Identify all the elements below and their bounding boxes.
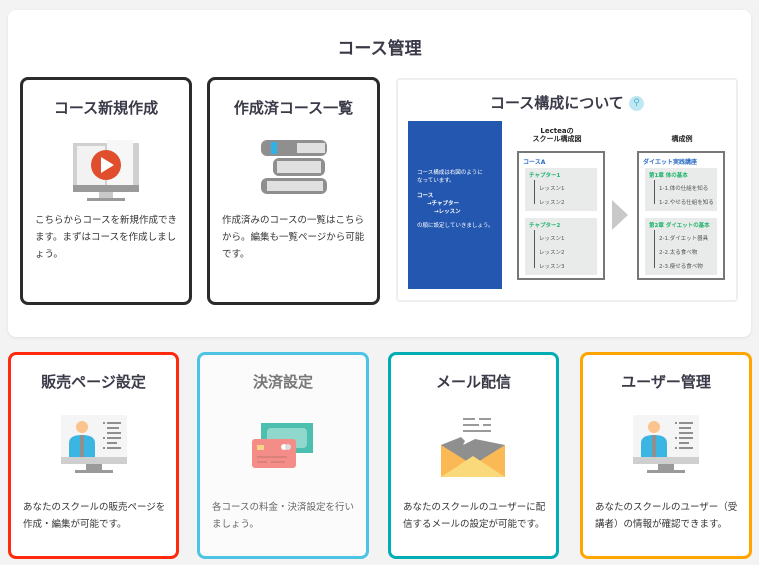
hierarchy-chapter: →チャプター	[427, 200, 460, 207]
course-label: コースA	[523, 159, 546, 166]
intro-line: コース構成は右図のように	[417, 170, 483, 176]
lesson-label: レッスン2	[539, 250, 565, 256]
chapter-box: 第2章 ダイエットの基本 2-1.ダイエット器具 2-2.太る食べ物 2-3.痩…	[645, 218, 717, 275]
tree-line	[654, 230, 655, 268]
card-title: コース新規作成	[53, 99, 159, 117]
example-course-label: ダイエット実践講座	[643, 159, 697, 166]
course-list-card[interactable]: 作成済コース一覧 作成済みのコースの一覧はこちらから。編集も一覧ページから可能で…	[207, 77, 380, 305]
chapter-label: 第2章 ダイエットの基本	[649, 223, 710, 229]
user-profile-monitor-icon	[633, 415, 699, 473]
card-description: 作成済みのコースの一覧はこちらから。編集も一覧ページから可能です。	[222, 215, 365, 260]
lesson-label: 1-1.体の仕組を知る	[659, 186, 709, 192]
lesson-label: レッスン1	[539, 236, 565, 242]
hierarchy-course: コース	[417, 192, 434, 199]
card-title: 販売ページ設定	[41, 373, 146, 391]
lesson-label: 2-1.ダイエット器具	[659, 236, 709, 242]
tree-line	[534, 180, 535, 204]
chapter-label: 第1章 体の基本	[649, 173, 688, 179]
sales-page-settings-card[interactable]: 販売ページ設定 あなたのスクールの販売ページを作成・編集が可能です。	[8, 352, 179, 559]
diagram-title-line: Lecteaの	[540, 127, 574, 135]
lesson-label: 2-3.痩せる食べ物	[659, 264, 703, 270]
mail-envelope-icon	[440, 418, 505, 477]
card-description: あなたのスクールの販売ページを作成・編集が可能です。	[23, 502, 166, 530]
page-title: コース管理	[337, 39, 422, 59]
tree-line	[654, 180, 655, 204]
chapter-label: チャプター2	[529, 223, 561, 229]
example-diagram-box: ダイエット実践講座 第1章 体の基本 1-1.体の仕組を知る 1-2.やせる仕組…	[637, 151, 725, 280]
search-icon[interactable]: ⚲	[629, 96, 645, 111]
credit-card-cash-icon	[252, 423, 313, 468]
card-description: こちらからコースを新規作成できます。まずはコースを作成しましょう。	[35, 215, 178, 260]
card-title: 作成済コース一覧	[233, 99, 354, 117]
tree-line	[534, 230, 535, 268]
books-stack-icon	[260, 140, 327, 194]
card-description: 各コースの料金・決済設定を行いましょう。	[212, 502, 355, 530]
video-book-monitor-icon	[73, 140, 139, 201]
structure-diagram-box: コースA チャプター1 レッスン1 レッスン2 チャプター2 レッスン1 レッス…	[517, 151, 605, 280]
structure-explanation: コース構成は右図のように なっています。 コース →チャプター →レッスン の順…	[408, 121, 502, 289]
card-title: 決済設定	[252, 373, 313, 391]
example-title: 構成例	[671, 135, 693, 143]
lesson-label: 1-2.やせる仕組を知る	[659, 200, 714, 206]
intro-line: なっています。	[417, 178, 455, 185]
diagram-title: Lecteaの スクール構成図	[513, 127, 601, 144]
chapter-label: チャプター1	[529, 173, 561, 179]
card-description: あなたのスクールのユーザーに配信するメールの設定が可能です。	[403, 502, 546, 530]
course-structure-info: コース構成について ⚲ コース構成は右図のように なっています。 コース →チャ…	[396, 78, 738, 302]
diagram-title-line: スクール構成図	[532, 135, 582, 144]
user-profile-monitor-icon	[60, 415, 127, 473]
new-course-card[interactable]: コース新規作成 こちらからコースを新規作成できます。まずはコースを作成しましょう…	[20, 77, 192, 305]
lesson-label: レッスン2	[539, 200, 565, 206]
outro-line: の順に設定していきましょう。	[417, 223, 494, 230]
mail-delivery-card[interactable]: メール配信 あなたのスクールのユーザーに配信するメールの設定が可能です。	[388, 352, 559, 559]
lesson-label: レッスン3	[539, 264, 565, 270]
payment-settings-card[interactable]: 決済設定 各コースの料金・決済設定を行いましょう。	[197, 352, 369, 559]
chapter-box: 第1章 体の基本 1-1.体の仕組を知る 1-2.やせる仕組を知る	[645, 168, 717, 211]
info-title: コース構成について ⚲	[398, 92, 736, 113]
lesson-label: 2-2.太る食べ物	[659, 250, 698, 256]
arrow-right-icon	[612, 200, 628, 230]
lesson-label: レッスン1	[539, 186, 565, 192]
user-management-card[interactable]: ユーザー管理 あなたのスクールのユーザー（受講者）の情報が確認できます。	[580, 352, 752, 559]
card-description: あなたのスクールのユーザー（受講者）の情報が確認できます。	[595, 502, 738, 530]
chapter-box: チャプター2 レッスン1 レッスン2 レッスン3	[525, 218, 597, 275]
hierarchy-lesson: →レッスン	[434, 209, 461, 215]
card-title: ユーザー管理	[621, 373, 711, 391]
chapter-box: チャプター1 レッスン1 レッスン2	[525, 168, 597, 211]
card-title: メール配信	[435, 373, 511, 391]
info-title-text: コース構成について	[489, 94, 624, 112]
